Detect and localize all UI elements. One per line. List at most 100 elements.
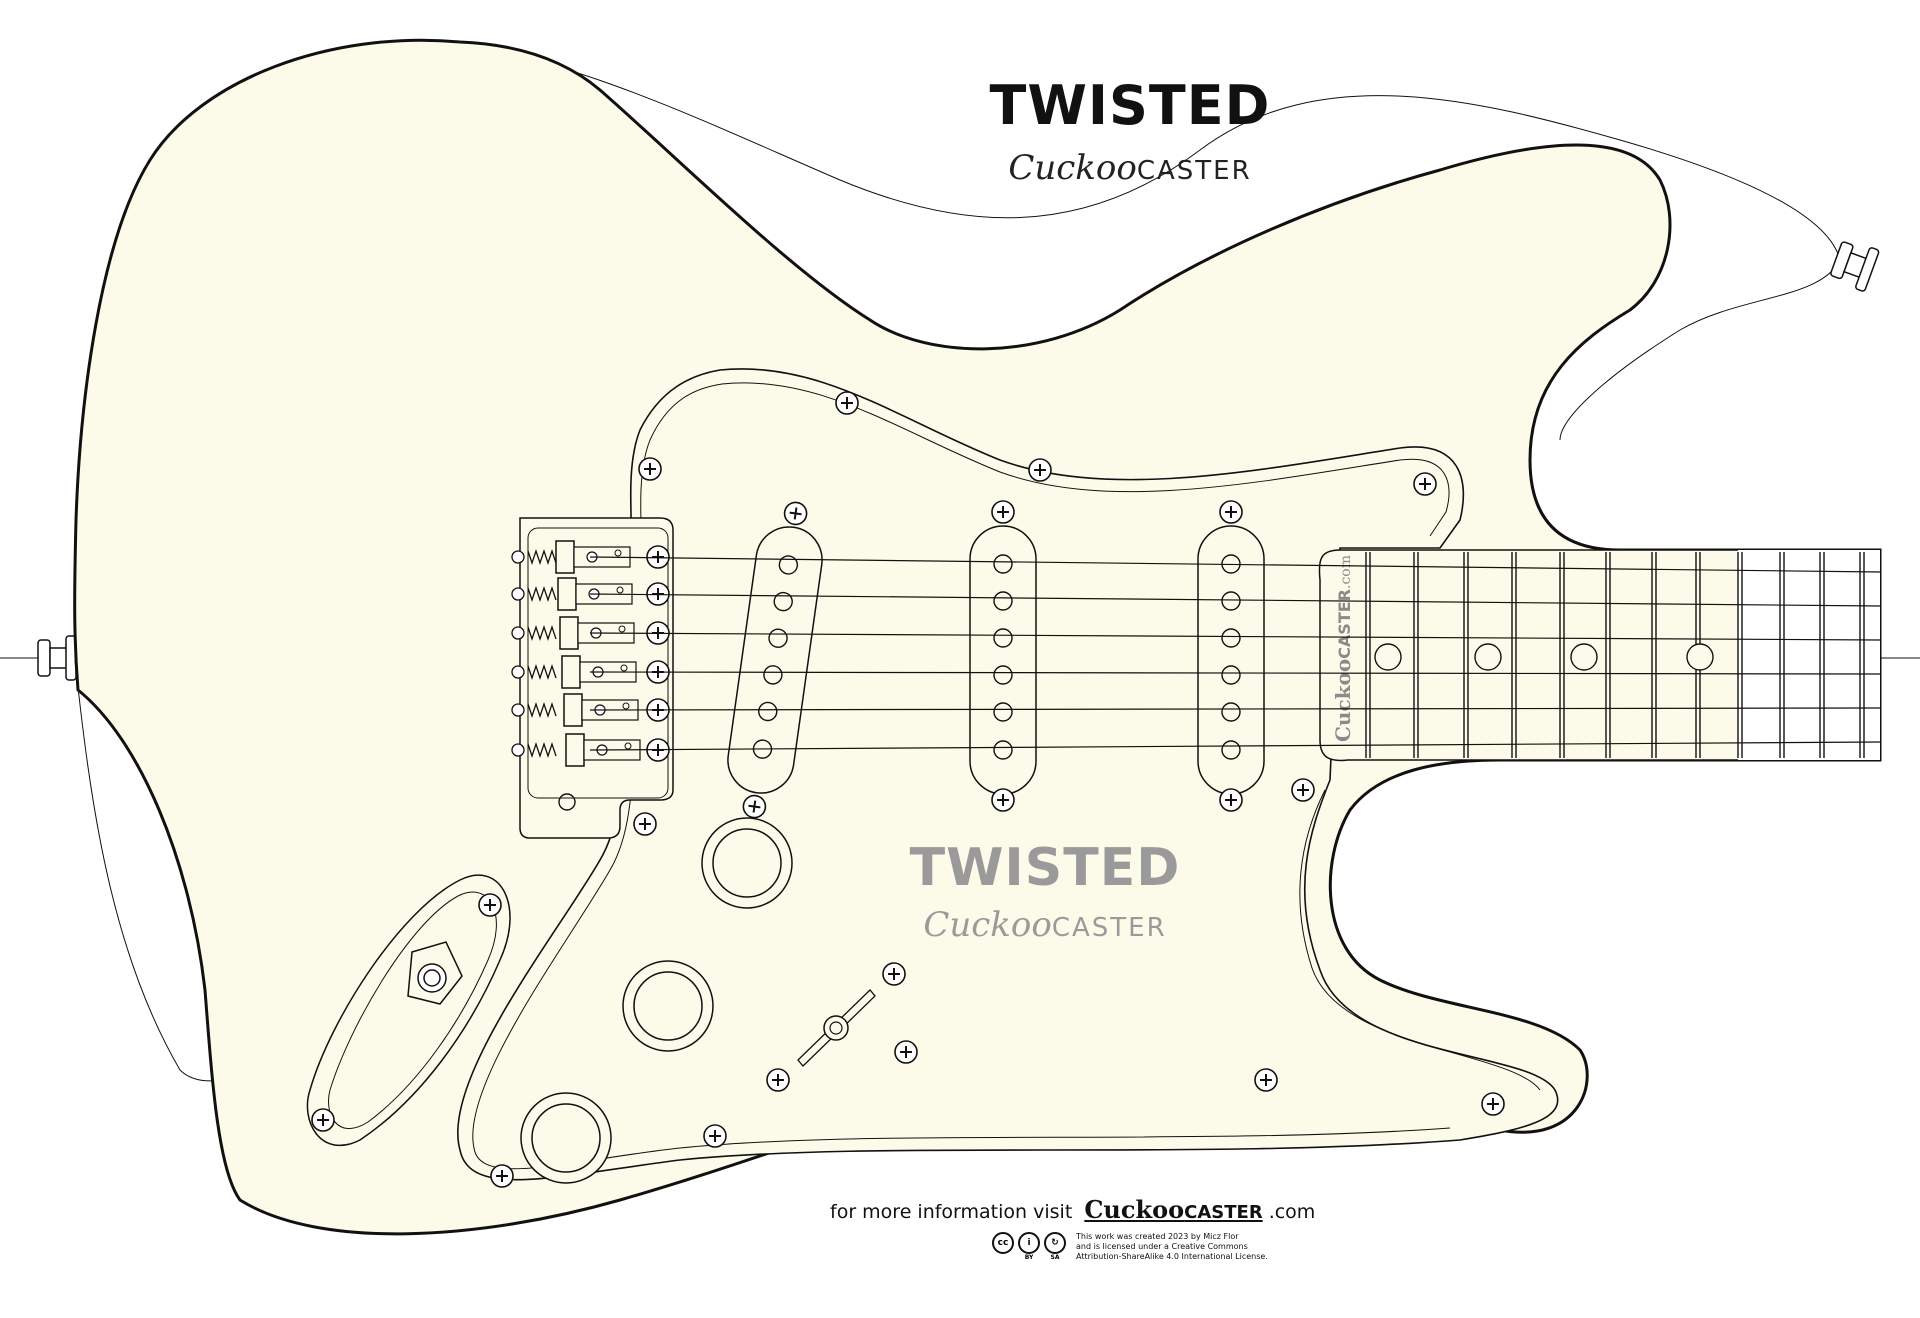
pickup-pole xyxy=(1221,702,1241,722)
screw-icon xyxy=(703,1124,727,1148)
screw-icon xyxy=(633,812,657,836)
sa-icon: ↻ xyxy=(1044,1232,1066,1254)
strap-button-right xyxy=(1830,241,1880,292)
saddle-spring xyxy=(527,624,557,642)
footer-logo-script: Cuckoo xyxy=(1084,1195,1185,1224)
string-line xyxy=(589,632,1881,641)
saddle xyxy=(559,616,579,650)
middle-pickup xyxy=(1197,500,1265,812)
screw-icon xyxy=(646,545,670,569)
spring-end xyxy=(511,703,525,717)
footer-logo-caps: CASTER xyxy=(1184,1202,1263,1223)
pickguard-brand-script: Cuckoo xyxy=(923,905,1052,945)
screw-icon xyxy=(991,500,1015,524)
saddle-hole xyxy=(624,742,632,750)
tone-knob-1-icon xyxy=(622,960,714,1052)
spring-end xyxy=(511,587,525,601)
screw-icon xyxy=(882,962,906,986)
saddle-hole xyxy=(616,586,624,594)
pickguard-brand-caps: CASTER xyxy=(1051,913,1167,943)
volume-knob-icon xyxy=(701,817,793,909)
pickup-pole xyxy=(993,665,1013,685)
screw-icon xyxy=(311,1108,335,1132)
saddle-spring xyxy=(527,741,557,759)
pickup-pole xyxy=(763,665,783,685)
tremolo-bridge xyxy=(511,517,674,839)
pickup-pole xyxy=(993,740,1013,760)
saddle xyxy=(557,577,577,611)
string-line xyxy=(589,707,1881,711)
saddle xyxy=(555,540,575,574)
pickup-pole xyxy=(1221,591,1241,611)
tone-knob-2-icon xyxy=(520,1092,612,1184)
selector-switch-icon xyxy=(797,989,876,1067)
screw-icon xyxy=(1219,788,1243,812)
saddle xyxy=(565,733,585,767)
screw-icon xyxy=(1219,500,1243,524)
screw-icon xyxy=(1481,1092,1505,1116)
screw-icon xyxy=(991,788,1015,812)
screw-icon xyxy=(1028,458,1052,482)
brand-script: Cuckoo xyxy=(1008,148,1137,188)
pickup-pole xyxy=(993,554,1013,574)
footer-logo[interactable]: CuckooCASTER xyxy=(1084,1195,1262,1224)
footer-prefix: for more information visit xyxy=(830,1201,1073,1223)
strap-button-left xyxy=(37,635,77,681)
fret-inlay-dot xyxy=(1474,643,1502,671)
bridge-pickup xyxy=(727,500,823,820)
license-line: This work was created 2023 by Micz Flor xyxy=(1076,1232,1239,1241)
pickup-pole xyxy=(778,555,799,575)
saddle-spring xyxy=(527,585,557,603)
pickup-pole xyxy=(1221,665,1241,685)
saddle-hole xyxy=(614,549,622,557)
brand-caps: CASTER xyxy=(1136,156,1252,186)
screw-icon xyxy=(1291,778,1315,802)
spring-end xyxy=(511,550,525,564)
pickup-pole xyxy=(1221,628,1241,648)
sa-label: SA xyxy=(1050,1254,1060,1261)
output-jack-plate xyxy=(306,874,511,1147)
footer-suffix: .com xyxy=(1268,1201,1316,1223)
by-label: BY xyxy=(1024,1254,1034,1261)
by-icon: i xyxy=(1018,1232,1040,1254)
saddle-hole xyxy=(618,625,626,633)
pickup-pole xyxy=(993,591,1013,611)
fretboard xyxy=(1318,549,1881,762)
pickup-pole xyxy=(993,628,1013,648)
pickup-pole xyxy=(1221,740,1241,760)
license-line: Attribution-ShareAlike 4.0 International… xyxy=(1076,1252,1268,1261)
fret-inlay-dot xyxy=(1570,643,1598,671)
saddle-hole xyxy=(620,664,628,672)
cc-icon: cc xyxy=(992,1232,1014,1254)
fret-inlay-dot xyxy=(1686,643,1714,671)
brand-logo: CuckooCASTER xyxy=(0,148,1920,188)
footer-visit: for more information visit CuckooCASTER.… xyxy=(830,1195,1315,1224)
output-jack-icon xyxy=(407,941,463,1005)
pickup-pole xyxy=(993,702,1013,722)
screw-icon xyxy=(835,391,859,415)
fret-inlay-dot xyxy=(1374,643,1402,671)
saddle-spring xyxy=(527,701,557,719)
string-line xyxy=(589,556,1881,573)
string-line xyxy=(589,671,1881,675)
page-title: TWISTED xyxy=(989,74,1271,137)
string-line xyxy=(589,741,1881,751)
strings xyxy=(589,556,1881,751)
screw-icon xyxy=(490,1164,514,1188)
neck-pickup xyxy=(969,500,1037,812)
screw-icon xyxy=(638,457,662,481)
screw-icon xyxy=(766,1068,790,1092)
pickup-pole xyxy=(773,591,793,612)
screw-icon xyxy=(1254,1068,1278,1092)
saddle-spring xyxy=(527,548,557,566)
screw-icon xyxy=(894,1040,918,1064)
string-line xyxy=(589,593,1881,607)
pickguard-brand-logo: CuckooCASTER xyxy=(0,905,1920,945)
spring-end xyxy=(511,665,525,679)
spring-end xyxy=(511,743,525,757)
neckplate-logo: CuckooCASTER.com xyxy=(1331,555,1355,742)
pickguard-title: TWISTED xyxy=(909,838,1181,898)
